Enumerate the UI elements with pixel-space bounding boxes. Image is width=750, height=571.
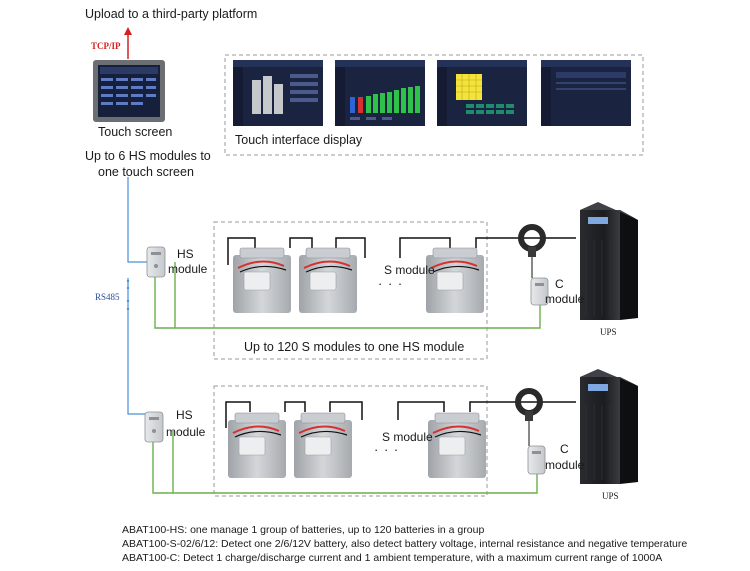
legend-line-c: ABAT100-C: Detect 1 charge/discharge cur… [122, 552, 663, 564]
row2-ellipsis: · · · [374, 442, 400, 457]
row1-s-group-box [213, 221, 488, 360]
row2-battery-icon-2 [294, 412, 352, 478]
legend-line-hs: ABAT100-HS: one manage 1 group of batter… [122, 524, 485, 536]
hs-limit-label-line1: Up to 6 HS modules to [85, 149, 211, 163]
row2-ups-label: UPS [602, 491, 619, 501]
row1-battery-icon-1 [233, 247, 291, 313]
row1-power-wire [227, 237, 576, 265]
row1-c-label-line1: C [555, 277, 564, 291]
interface-thumbnail-2 [335, 60, 425, 126]
row1-ellipsis: · · · [378, 276, 404, 291]
row2-c-module-icon [527, 445, 546, 475]
row2-c-label-line1: C [560, 442, 569, 456]
row2-hs-module-icon [144, 411, 164, 443]
row1-ups-cabinet-icon [580, 202, 638, 320]
interface-thumbnail-3 [437, 60, 527, 126]
row1-battery-icon-3 [426, 247, 484, 313]
legend: ABAT100-HS: one manage 1 group of batter… [122, 523, 687, 565]
row2-sense-wires [152, 431, 538, 494]
row1-c-label-line2: module [545, 292, 585, 306]
upload-label: Upload to a third-party platform [85, 7, 258, 21]
row1-sense-wires [154, 262, 541, 329]
row1-ups-label: UPS [600, 327, 617, 337]
touch-interface-label: Touch interface display [235, 133, 363, 147]
interface-thumbnail-1 [233, 60, 323, 126]
row2-hs-label-line2: module [166, 425, 206, 439]
row2-ups-cabinet-icon [580, 369, 638, 484]
touch-screen-icon [93, 60, 165, 122]
row2-battery-icon-1 [228, 412, 286, 478]
row1-current-clamp-icon [518, 224, 546, 278]
row1-battery-icon-2 [299, 247, 357, 313]
interface-thumbnail-4 [541, 60, 631, 126]
row1-c-module-icon [530, 277, 549, 306]
row2-c-label-line2: module [545, 458, 585, 472]
row2-hs-label-line1: HS [176, 408, 193, 422]
row1-s-module-label: S module [384, 263, 435, 277]
upload-arrow [124, 27, 132, 59]
s-limit-label: Up to 120 S modules to one HS module [244, 340, 465, 354]
legend-line-s: ABAT100-S-02/6/12: Detect one 2/6/12V ba… [122, 538, 688, 550]
row2-s-group-box [213, 385, 488, 497]
rs485-bus [127, 177, 149, 415]
hs-limit-label-line2: one touch screen [98, 165, 194, 179]
row1-hs-module-icon [146, 246, 166, 278]
row2-current-clamp-icon [515, 388, 543, 446]
row2-battery-icon-3 [428, 412, 486, 478]
row2-power-wire [225, 401, 576, 428]
tcpip-label: TCP/IP [91, 41, 121, 51]
rs485-dots [126, 279, 130, 311]
row2-s-module-label: S module [382, 430, 433, 444]
rs485-label: RS485 [95, 292, 120, 302]
row1-hs-label-line2: module [168, 262, 208, 276]
row1-hs-label-line1: HS [177, 247, 194, 261]
touch-screen-label: Touch screen [98, 125, 173, 139]
